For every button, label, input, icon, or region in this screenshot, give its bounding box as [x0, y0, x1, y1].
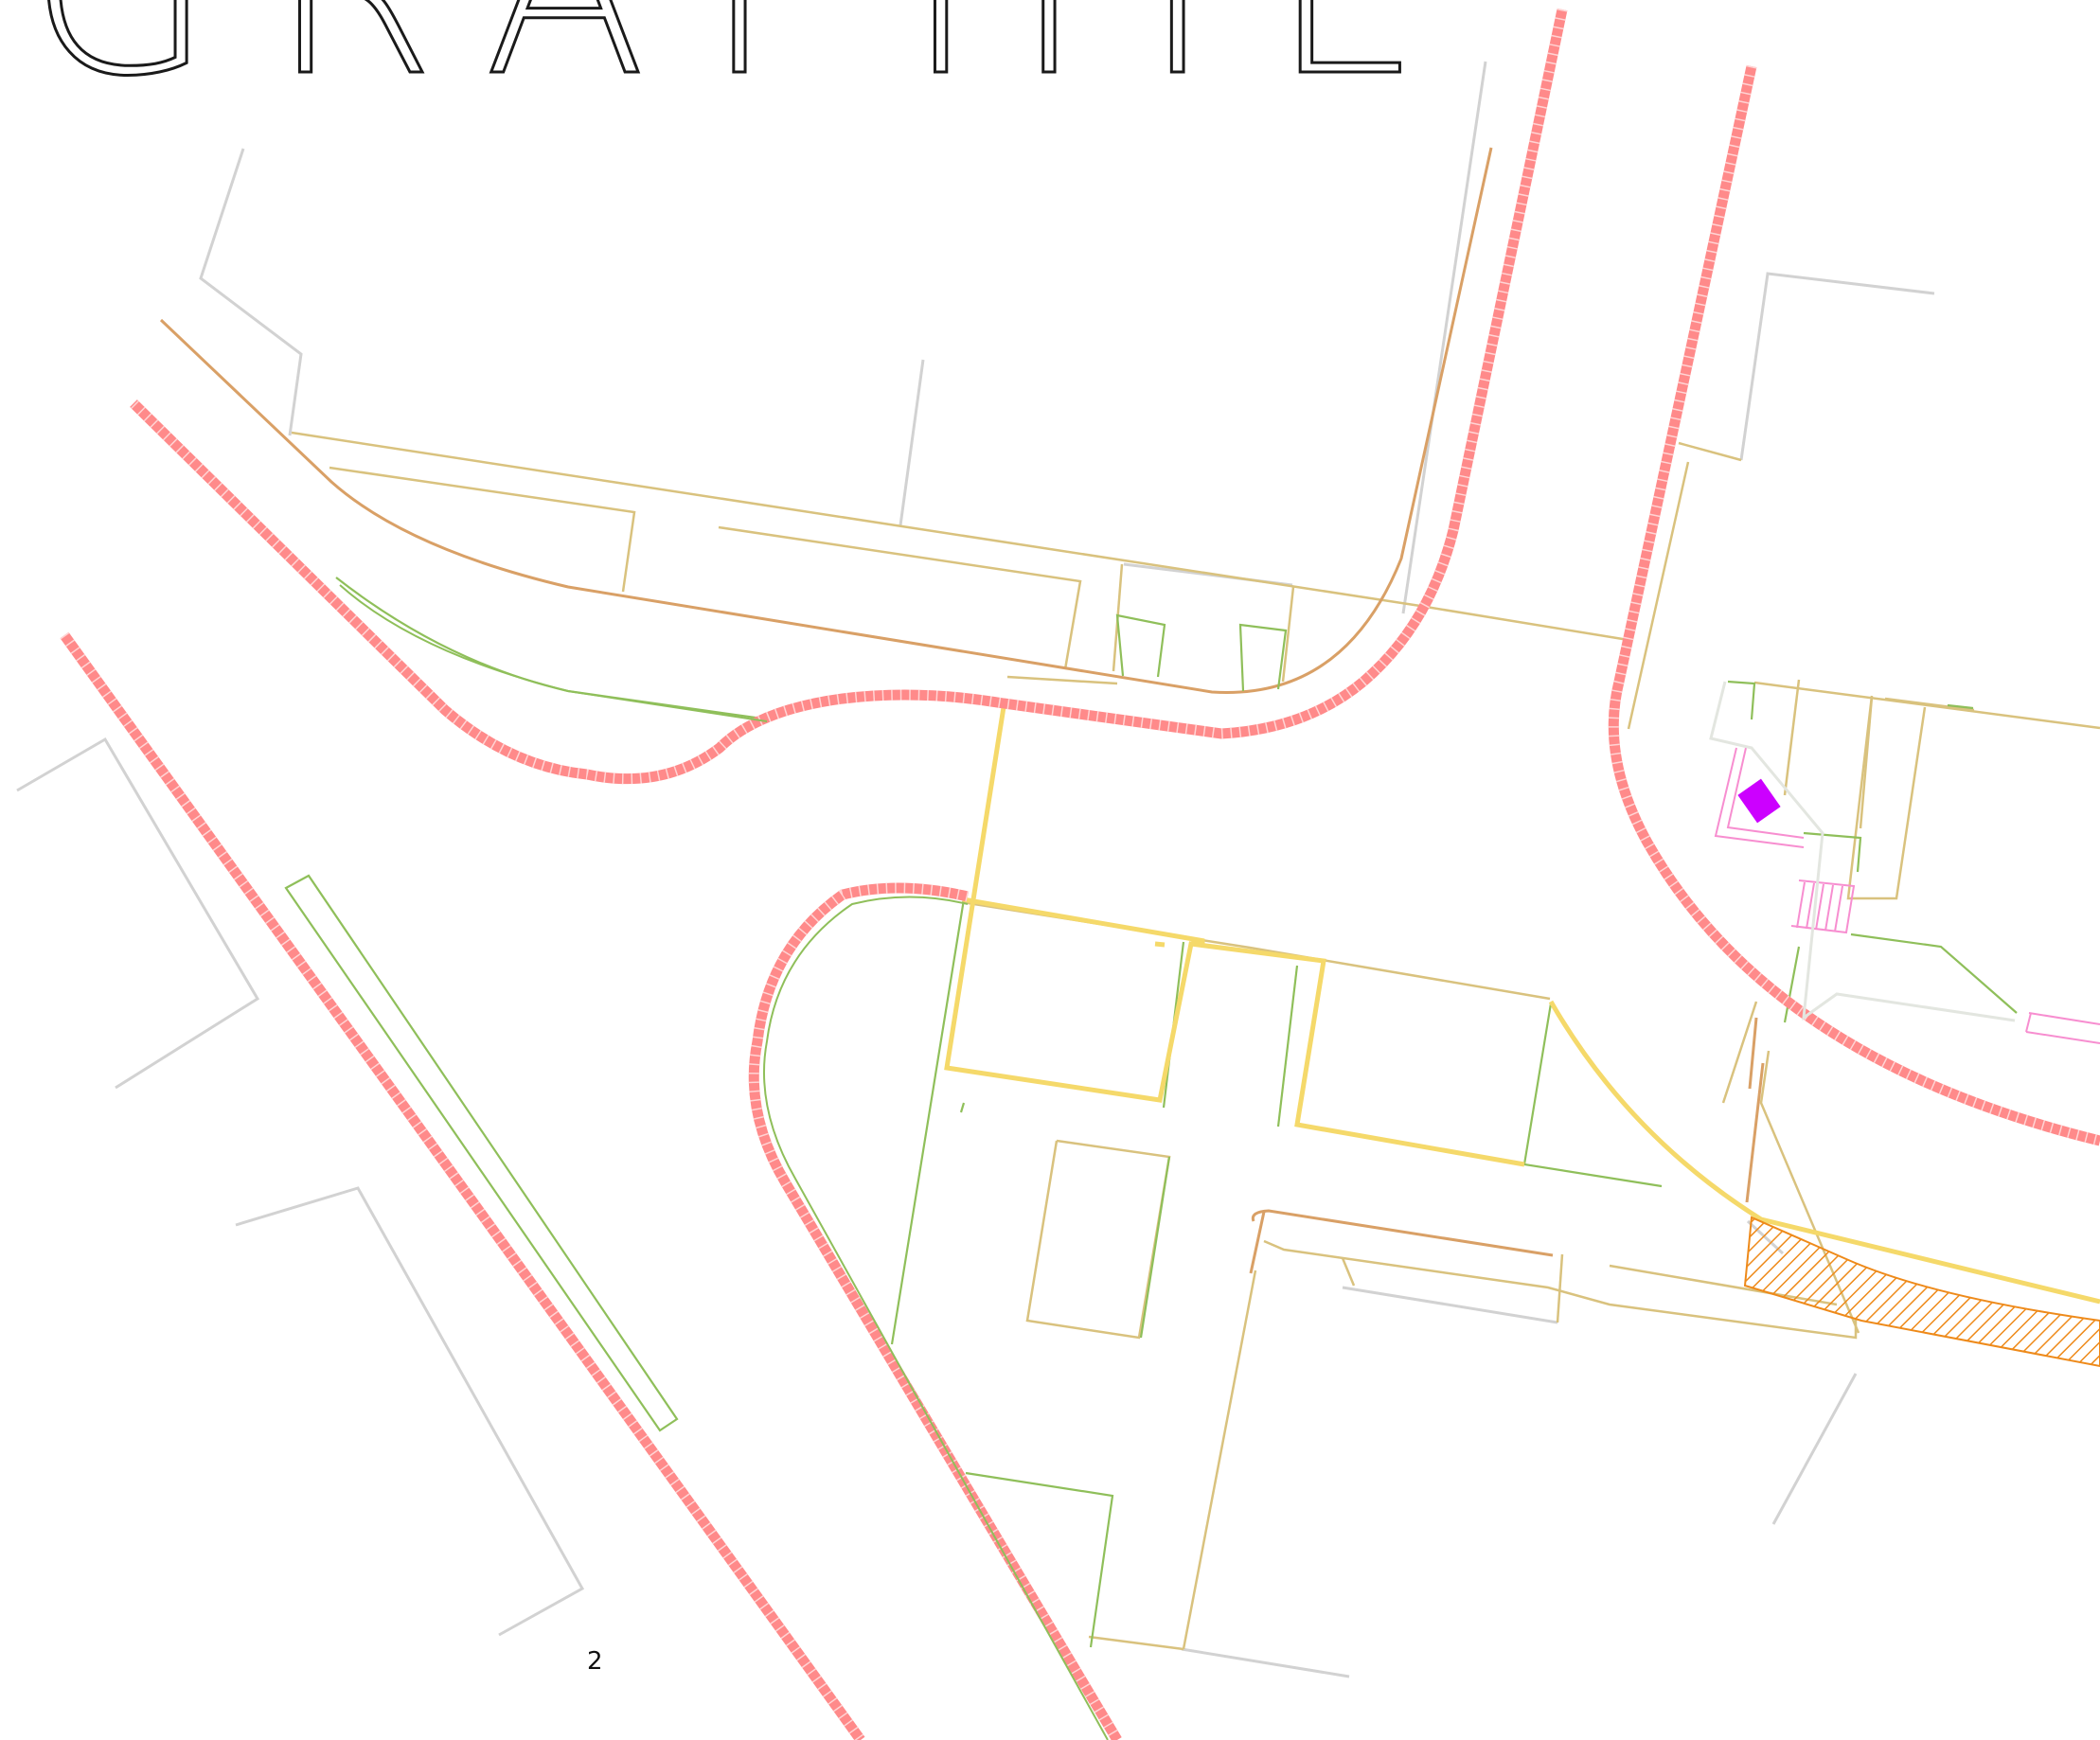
plot-boundaries [291, 431, 2100, 1651]
road-alignments [159, 147, 1765, 1274]
crossing-details [1714, 747, 2100, 1044]
pedestrian-path [1709, 681, 2016, 1022]
hatched-paving-area [1743, 1216, 2100, 1368]
kerb-offset-lines [339, 584, 1109, 1740]
paving-edges [944, 706, 2100, 1305]
purple-marker [1737, 778, 1781, 824]
page-number: 2 [587, 1647, 603, 1676]
kerb-lines [60, 8, 2100, 1740]
context-outlines [16, 61, 1935, 1678]
title-heading: GRAPHIE [28, 0, 1480, 128]
